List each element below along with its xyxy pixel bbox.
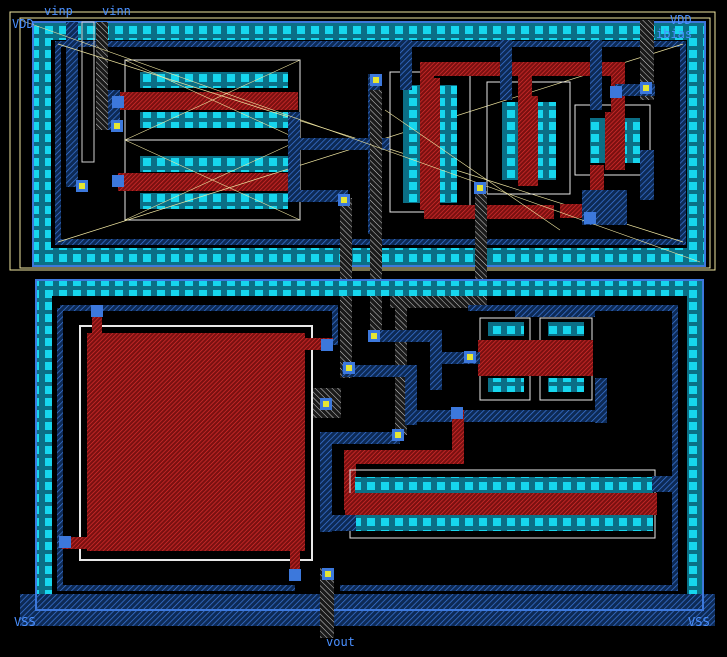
via [289,569,301,581]
pin-label-vout: vout [326,635,355,649]
load-transistor-1-gate [420,78,440,210]
via [584,212,596,224]
via [451,407,463,419]
small-transistors-gate [478,340,593,376]
via [112,175,124,187]
via [91,305,103,317]
guard-ring-left-upper [33,22,51,266]
guard-ring-top [33,22,705,40]
compensation-capacitor [87,333,305,551]
guard-ring-bottom-upper [33,248,705,266]
pin-label-ibias: ibias [656,27,692,41]
guard-ring-left-lower [36,280,52,610]
pin-label-vss-left: VSS [14,615,36,629]
via [112,96,124,108]
load-transistor-2-gate [518,96,538,186]
guard-ring-top-lower [36,280,703,296]
via [610,86,622,98]
pin-label-vinp: vinp [44,4,73,18]
lower-block [20,279,715,638]
pin-label-vdd-left: VDD [12,17,34,31]
compensation-capacitor-outline [79,325,313,561]
guard-ring-right-lower [687,280,703,610]
guard-ring-right-upper [687,22,705,266]
input-transistor-top-gate [118,92,298,110]
pin-label-vinn: vinn [102,4,131,18]
output-transistor-gate [345,493,657,515]
via [321,339,333,351]
bias-transistor-gate [605,112,625,170]
via [59,536,71,548]
pin-label-vdd-right: VDD [670,13,692,27]
upper-block [9,11,716,378]
pin-label-vss-right: VSS [688,615,710,629]
